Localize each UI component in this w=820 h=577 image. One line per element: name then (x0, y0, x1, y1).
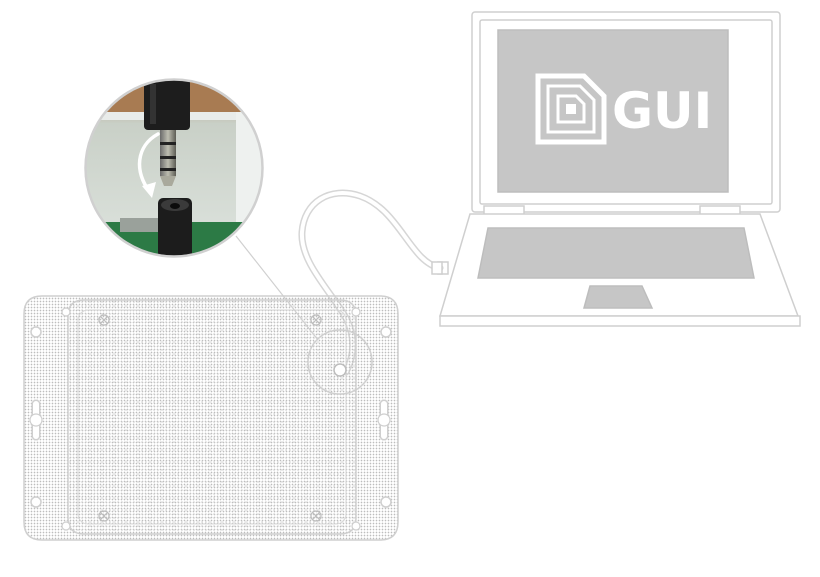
enclosure-body (67, 299, 357, 535)
audio-jack-socket (333, 363, 347, 377)
jack-location-circle (307, 329, 373, 395)
usb-plug (431, 261, 443, 275)
gui-logo-text: GUI (612, 82, 712, 140)
connector-inset (84, 78, 264, 258)
inset-jack-socket (158, 198, 192, 256)
laptop (437, 11, 801, 327)
lid-screw-bl (98, 510, 110, 522)
audio-jack-plug-icon (144, 80, 190, 186)
lid-screw-br (310, 510, 322, 522)
enclosure (23, 295, 399, 541)
mount-hole-bl (30, 496, 42, 508)
lid-screw-tl (98, 314, 110, 326)
laptop-touchpad (583, 285, 654, 309)
gui-logo-icon (535, 73, 607, 145)
callout-line (235, 235, 319, 341)
mount-hole-tr (380, 326, 392, 338)
mount-hole-br (380, 496, 392, 508)
laptop-keyboard (477, 227, 755, 279)
lid-screw-tr (310, 314, 322, 326)
mount-hole-tl (30, 326, 42, 338)
gui-logo (535, 73, 607, 145)
